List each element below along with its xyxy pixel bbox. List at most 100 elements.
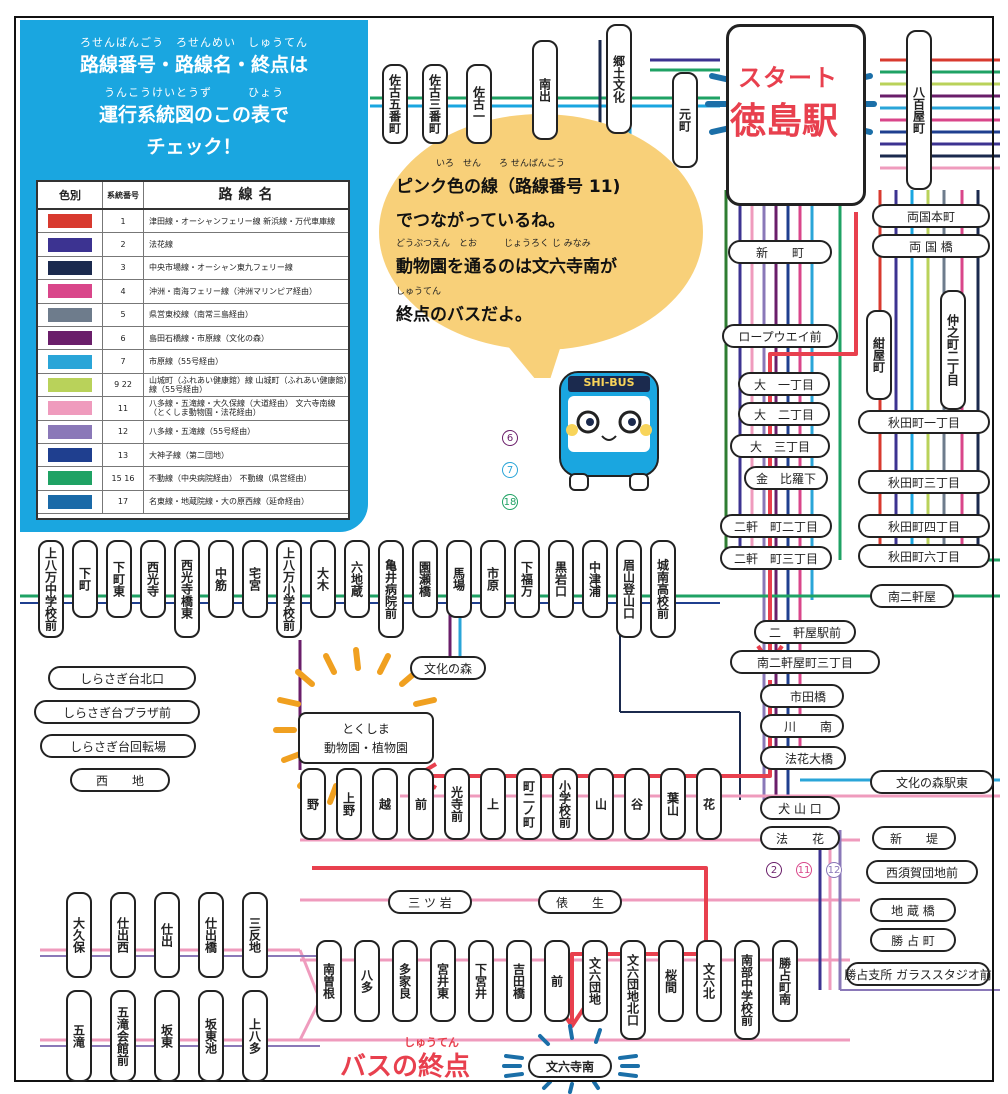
start-label: スタート xyxy=(738,64,838,92)
stop-middle-5: 中筋 xyxy=(208,540,234,618)
stop-top-1: 佐古三番町 xyxy=(422,64,448,144)
stop-bottom-15: 吉田橋 xyxy=(506,940,532,1022)
legend-route-name: 島田石橋線・市原線（文化の森） xyxy=(149,333,269,343)
stop-middle-4: 西光寺橋東 xyxy=(174,540,200,638)
legend-swatch-cell xyxy=(38,280,103,303)
legend-route-number: 4 xyxy=(103,280,144,303)
stop-bottom-5: 五滝 xyxy=(66,990,92,1082)
bus-icon xyxy=(559,371,659,491)
stop-right-col-9: 勝占支所 ガラススタジオ前 xyxy=(844,962,992,986)
stop-middle-0: 上八万中学校前 xyxy=(38,540,64,638)
route-number-6: 6 xyxy=(502,430,518,446)
stop-middle-3: 西光寺 xyxy=(140,540,166,618)
legend-swatch-cell xyxy=(38,233,103,256)
stop-right-15: 法花大橋 xyxy=(760,746,846,770)
stop-lower-6: 町二ノ町 xyxy=(516,768,542,840)
start-station: 徳島駅 xyxy=(730,101,839,142)
stop-lower-3: 前 xyxy=(408,768,434,840)
stop-right-5: 大 二丁目 xyxy=(738,402,830,426)
stop-lower-9: 谷 xyxy=(624,768,650,840)
stop-right-9: 二軒 町三丁目 xyxy=(720,546,832,570)
legend-header-name: 路線名 xyxy=(218,186,279,203)
stop-left-0: しらさぎ台北口 xyxy=(48,666,196,690)
stop-right-14: 川 南 xyxy=(760,714,844,738)
stop-lower-13: 俵 生 xyxy=(538,890,622,914)
stop-right-17: 法 花 xyxy=(760,826,840,850)
bubble-line-4: 終点のバスだよ。 xyxy=(396,305,532,325)
stop-right-col-3: 秋田町六丁目 xyxy=(858,544,990,568)
legend-route-name: 県営東校線（南常三島経由） xyxy=(149,310,253,320)
stop-right-16: 犬 山 口 xyxy=(760,796,840,820)
legend-route-name: 山城町（ふれあい健康館）線 山城町（ふれあい健康館）線（55号経由） xyxy=(149,375,348,394)
bubble-ruby-1: いろ せん ろ せんばんごう xyxy=(436,159,565,169)
stop-bottom-6: 五滝会館前 xyxy=(110,990,136,1082)
stop-middle-14: 下福万 xyxy=(514,540,540,618)
stop-bottom-13: 宮井東 xyxy=(430,940,456,1022)
legend-swatch-cell xyxy=(38,350,103,373)
legend-route-number: 6 xyxy=(103,326,144,350)
stop-right-col-2: 秋田町四丁目 xyxy=(858,514,990,538)
route-number-11: 11 xyxy=(796,862,812,878)
legend-row: 1 津田線・オーシャンフェリー線 新浜線・万代車庫線 xyxy=(38,210,348,234)
stop-middle-2: 下町東 xyxy=(106,540,132,618)
stop-right-1: 両 国 橋 xyxy=(872,234,990,258)
legend-swatch-cell xyxy=(38,256,103,280)
legend-route-number: 2 xyxy=(103,233,144,256)
stop-right-col-0: 秋田町一丁目 xyxy=(858,410,990,434)
legend-route-name: 津田線・オーシャンフェリー線 新浜線・万代車庫線 xyxy=(149,216,336,226)
legend-color-swatch xyxy=(48,260,92,275)
legend-color-swatch xyxy=(48,401,92,416)
bubble-line-1: ピンク色の線（路線番号 11) xyxy=(396,177,621,197)
legend-color-swatch xyxy=(48,354,92,369)
speech-bubble: いろ せん ろ せんばんごう ピンク色の線（路線番号 11) でつながっているね… xyxy=(376,112,706,378)
zoo-line-2: 動物園・植物園 xyxy=(323,741,408,755)
legend-color-swatch xyxy=(48,237,92,252)
stop-bottom-1: 仕出西 xyxy=(110,892,136,978)
legend-row: 2 法花線 xyxy=(38,233,348,257)
stop-right-0: 両国本町 xyxy=(872,204,990,228)
legend-swatch-cell xyxy=(38,420,103,443)
legend-route-name: 法花線 xyxy=(149,240,173,250)
stop-right-col-4: 文化の森駅東 xyxy=(870,770,994,794)
stop-left-2: しらさぎ台回転場 xyxy=(40,734,196,758)
legend-swatch-cell xyxy=(38,397,103,420)
legend-route-number: 5 xyxy=(103,303,144,326)
route-number-7: 7 xyxy=(502,462,518,478)
info-line-2: 運行系統図のこの表で xyxy=(98,104,289,126)
stop-bottom-2: 仕出 xyxy=(154,892,180,978)
stop-bottom-10: 南曽根 xyxy=(316,940,342,1022)
stop-right-col-1: 秋田町三丁目 xyxy=(858,470,990,494)
stop-middle-10: 亀井病院前 xyxy=(378,540,404,638)
bus-sign: SHI-BUS xyxy=(583,376,635,389)
legend-route-name: 八多線・五滝線・大久保線（大道経由） 文六寺南線（とくしま動物園・法花経由） xyxy=(149,399,336,418)
zoo-line-1: とくしま xyxy=(342,722,390,736)
legend-route-name: 大神子線（第二団地） xyxy=(149,450,229,460)
legend-route-number: 1 xyxy=(103,210,144,233)
stop-left-1: しらさぎ台プラザ前 xyxy=(34,700,200,724)
stop-middle-7: 上八万小学校前 xyxy=(276,540,302,638)
info-ruby-2: うんこうけいとうず ひょう xyxy=(104,86,284,99)
stop-left-3: 西 地 xyxy=(70,768,170,792)
stop-lower-11: 花 xyxy=(696,768,722,840)
legend-swatch-cell xyxy=(38,443,103,467)
shibus-mascot: SHI-BUS xyxy=(554,366,664,498)
route-number-18: 18 xyxy=(502,494,518,510)
stop-lower-8: 山 xyxy=(588,768,614,840)
stop-lower-12: 三 ツ 岩 xyxy=(388,890,472,914)
stop-bottom-9: 上八多 xyxy=(242,990,268,1082)
end-burst xyxy=(502,1024,640,1094)
stop-right-col-7: 地 蔵 橋 xyxy=(870,898,956,922)
legend-route-name: 名東線・地蔵院線・大の原西線（延命経由） xyxy=(149,497,309,507)
legend-header: 色別 系統番号 路線名 xyxy=(38,182,348,210)
info-line-1: 路線番号・路線名・終点は xyxy=(79,54,308,76)
stop-top-5: 元町 xyxy=(672,72,698,168)
legend-swatch-cell xyxy=(38,490,103,514)
